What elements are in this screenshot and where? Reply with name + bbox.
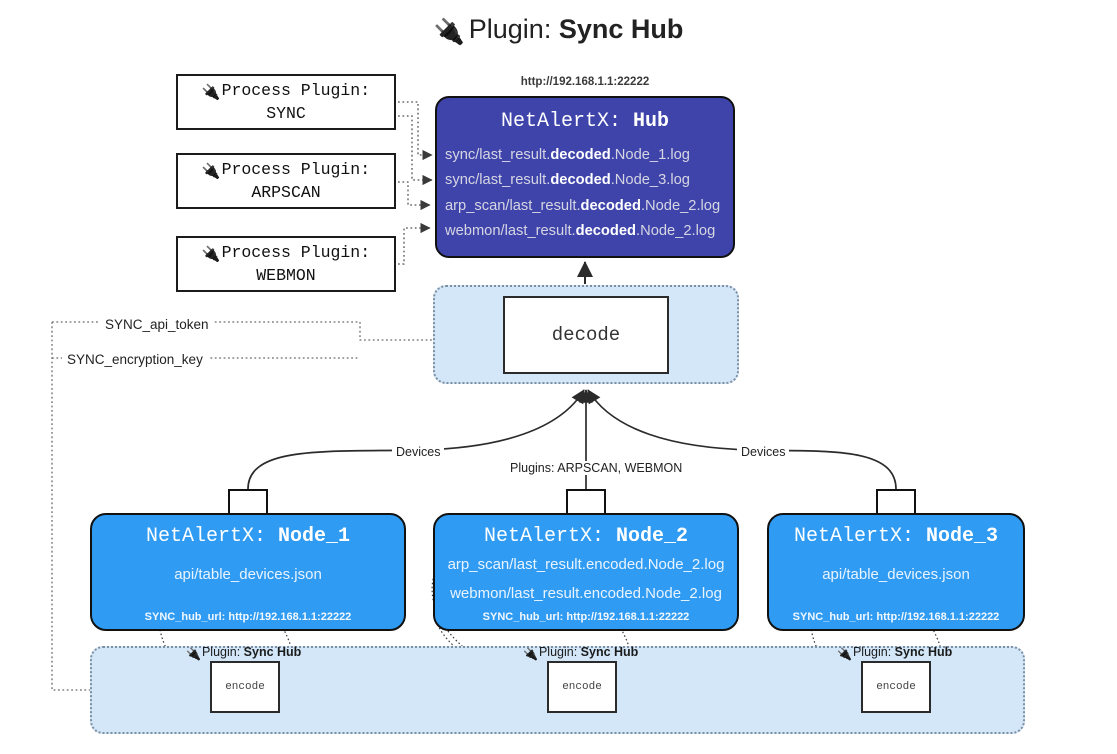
process-plugin-name: SYNC	[266, 103, 306, 123]
process-plugin-label: Process Plugin:	[221, 159, 371, 179]
hub-title-name: Hub	[633, 110, 670, 133]
node-title-name: Node_1	[278, 525, 351, 548]
label-sync-encryption-key: SYNC_encryption_key	[62, 352, 208, 367]
edge-label-devices-left: Devices	[392, 445, 445, 459]
hub-log-line: sync/last_result.decoded.Node_1.log	[445, 147, 690, 163]
plug-icon: 🔌	[433, 18, 465, 46]
edge-label-plugins: Plugins: ARPSCAN, WEBMON	[506, 461, 687, 475]
decode-box[interactable]: decode	[503, 296, 669, 374]
node-hub-url: SYNC_hub_url: http://192.168.1.1:22222	[792, 611, 1000, 623]
encode-box-node-1[interactable]: encode	[210, 661, 280, 713]
hub-url: http://192.168.1.1:22222	[520, 76, 650, 88]
edge-sync-to-hubline1	[398, 101, 433, 161]
hub-title-prefix: NetAlertX:	[500, 110, 633, 133]
plug-icon: 🔌	[201, 245, 221, 263]
page-title-prefix: Plugin:	[468, 14, 559, 44]
process-plugin-box-webmon[interactable]: 🔌Process Plugin: WEBMON	[176, 236, 396, 292]
edge-api-token-to-encoders	[51, 322, 141, 696]
page-title-name: Sync Hub	[558, 14, 684, 44]
node-title-prefix: NetAlertX:	[483, 525, 616, 548]
process-plugin-name: ARPSCAN	[251, 182, 321, 202]
node-hub-url: SYNC_hub_url: http://192.168.1.1:22222	[144, 611, 352, 623]
node-title-prefix: NetAlertX:	[793, 525, 926, 548]
edge-webmon-to-hubline4	[398, 222, 431, 265]
plug-icon: 🔌	[201, 83, 221, 101]
hub-log-line: sync/last_result.decoded.Node_3.log	[445, 172, 690, 189]
node-box-node-3[interactable]: NetAlertX: Node_3 api/table_devices.json…	[767, 513, 1025, 631]
encode-box-node-3[interactable]: encode	[861, 661, 931, 713]
encoder-plugin-label: 🔌Plugin: Sync Hub	[523, 645, 639, 661]
node-source-line: api/table_devices.json	[174, 566, 322, 583]
node-source-line: arp_scan/last_result.encoded.Node_2.log	[447, 556, 725, 573]
hub-log-line: arp_scan/last_result.decoded.Node_2.log	[445, 197, 721, 214]
node-box-node-2[interactable]: NetAlertX: Node_2 arp_scan/last_result.e…	[433, 513, 739, 631]
node-hub-url: SYNC_hub_url: http://192.168.1.1:22222	[482, 611, 690, 623]
process-plugin-box-arpscan[interactable]: 🔌Process Plugin: ARPSCAN	[176, 153, 396, 209]
node-source-line: api/table_devices.json	[822, 566, 970, 583]
label-sync-api-token: SYNC_api_token	[100, 317, 214, 332]
process-plugin-label: Process Plugin:	[221, 80, 371, 100]
plug-icon: 🔌	[523, 647, 538, 661]
encoder-plugin-label: 🔌Plugin: Sync Hub	[837, 645, 953, 661]
process-plugin-label: Process Plugin:	[221, 242, 371, 262]
page-title: 🔌Plugin: Sync Hub	[0, 14, 1117, 47]
plug-icon: 🔌	[201, 162, 221, 180]
hub-log-line: webmon/last_result.decoded.Node_2.log	[445, 222, 716, 239]
process-plugin-name: WEBMON	[256, 265, 316, 285]
encoder-plugin-label: 🔌Plugin: Sync Hub	[186, 645, 302, 661]
node-source-line: webmon/last_result.encoded.Node_2.log	[450, 584, 722, 602]
hub-node[interactable]: NetAlertX: Hub sync/last_result.decoded.…	[435, 96, 735, 258]
plug-icon: 🔌	[837, 647, 852, 661]
edge-sync-to-hubline2	[398, 115, 433, 186]
encode-box-node-2[interactable]: encode	[547, 661, 617, 713]
node-title-name: Node_3	[926, 525, 999, 548]
node-title-prefix: NetAlertX:	[145, 525, 278, 548]
edge-label-devices-right: Devices	[737, 445, 790, 459]
plug-icon: 🔌	[186, 647, 201, 661]
node-box-node-1[interactable]: NetAlertX: Node_1 api/table_devices.json…	[90, 513, 406, 631]
edge-arpscan-to-hubline3	[398, 181, 431, 211]
process-plugin-box-sync[interactable]: 🔌Process Plugin: SYNC	[176, 74, 396, 130]
node-title-name: Node_2	[616, 525, 689, 548]
